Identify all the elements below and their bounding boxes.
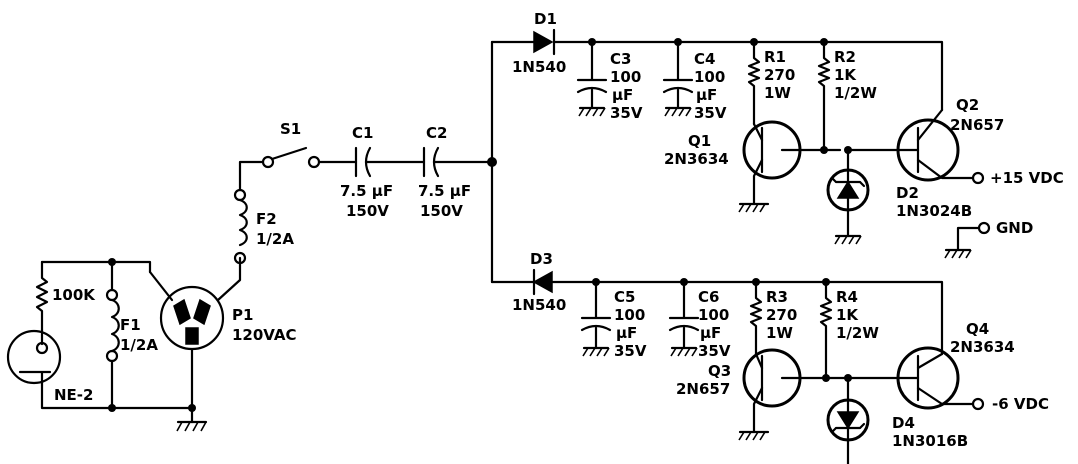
- c4-unit: µF: [696, 86, 717, 104]
- c6-unit: µF: [700, 324, 721, 342]
- c4-voltage: 35V: [694, 104, 727, 122]
- p1-label: P1: [232, 306, 253, 324]
- ac-input-wiring: [35, 146, 497, 424]
- c2-voltage: 150V: [420, 202, 463, 220]
- f1-rating: 1/2A: [120, 336, 158, 354]
- r2-power: 1/2W: [834, 84, 877, 102]
- q1-part: 2N3634: [664, 150, 729, 168]
- ne2-neon-lamp: [6, 328, 62, 387]
- gnd-terminal-label: GND: [996, 219, 1033, 237]
- c2-value: 7.5 µF: [418, 182, 471, 200]
- r2-value: 1K: [834, 66, 857, 84]
- c3-unit: µF: [612, 86, 633, 104]
- c4-label: C4: [694, 50, 715, 68]
- r4-label: R4: [836, 288, 858, 306]
- ne2-label: NE-2: [54, 386, 93, 404]
- r4-value: 1K: [836, 306, 859, 324]
- r1-value: 270: [764, 66, 795, 84]
- c6-value: 100: [698, 306, 729, 324]
- c1-voltage: 150V: [346, 202, 389, 220]
- r2-label: R2: [834, 48, 856, 66]
- q2-part: 2N657: [950, 116, 1004, 134]
- r3-label: R3: [766, 288, 788, 306]
- component-labels: 100K NE-2 F1 1/2A P1 120VAC F2 1/2A S1 C…: [52, 10, 1064, 450]
- c5-label: C5: [614, 288, 635, 306]
- output-positive-label: +15 VDC: [990, 169, 1064, 187]
- r100k-label: 100K: [52, 286, 96, 304]
- q2-label: Q2: [956, 96, 979, 114]
- q1-label: Q1: [688, 132, 711, 150]
- c3-voltage: 35V: [610, 104, 643, 122]
- d4-label: D4: [892, 414, 915, 432]
- c5-value: 100: [614, 306, 645, 324]
- r3-value: 270: [766, 306, 797, 324]
- f1-label: F1: [120, 316, 141, 334]
- d3-label: D3: [530, 250, 553, 268]
- r4-power: 1/2W: [836, 324, 879, 342]
- d4-part: 1N3016B: [892, 432, 968, 450]
- d1-part: 1N540: [512, 58, 566, 76]
- d3-part: 1N540: [512, 296, 566, 314]
- d2-part: 1N3024B: [896, 202, 972, 220]
- p1-ac-plug: [159, 285, 225, 351]
- negative-rail: [490, 268, 985, 464]
- r1-power: 1W: [764, 84, 791, 102]
- c5-voltage: 35V: [614, 342, 647, 360]
- r1-label: R1: [764, 48, 786, 66]
- c1-label: C1: [352, 124, 373, 142]
- output-negative-label: -6 VDC: [992, 395, 1049, 413]
- s1-label: S1: [280, 120, 301, 138]
- q3-label: Q3: [708, 362, 731, 380]
- c4-value: 100: [694, 68, 725, 86]
- f2-rating: 1/2A: [256, 230, 294, 248]
- c6-voltage: 35V: [698, 342, 731, 360]
- c1-value: 7.5 µF: [340, 182, 393, 200]
- d2-label: D2: [896, 184, 919, 202]
- c6-label: C6: [698, 288, 719, 306]
- d1-label: D1: [534, 10, 557, 28]
- f2-label: F2: [256, 210, 277, 228]
- c5-unit: µF: [616, 324, 637, 342]
- ground-symbol-input: [176, 420, 208, 432]
- p1-rating: 120VAC: [232, 326, 297, 344]
- c3-value: 100: [610, 68, 641, 86]
- c3-label: C3: [610, 50, 631, 68]
- q3-part: 2N657: [676, 380, 730, 398]
- positive-rail: [490, 28, 991, 259]
- c2-label: C2: [426, 124, 447, 142]
- q4-part: 2N3634: [950, 338, 1015, 356]
- r3-power: 1W: [766, 324, 793, 342]
- q4-label: Q4: [966, 320, 989, 338]
